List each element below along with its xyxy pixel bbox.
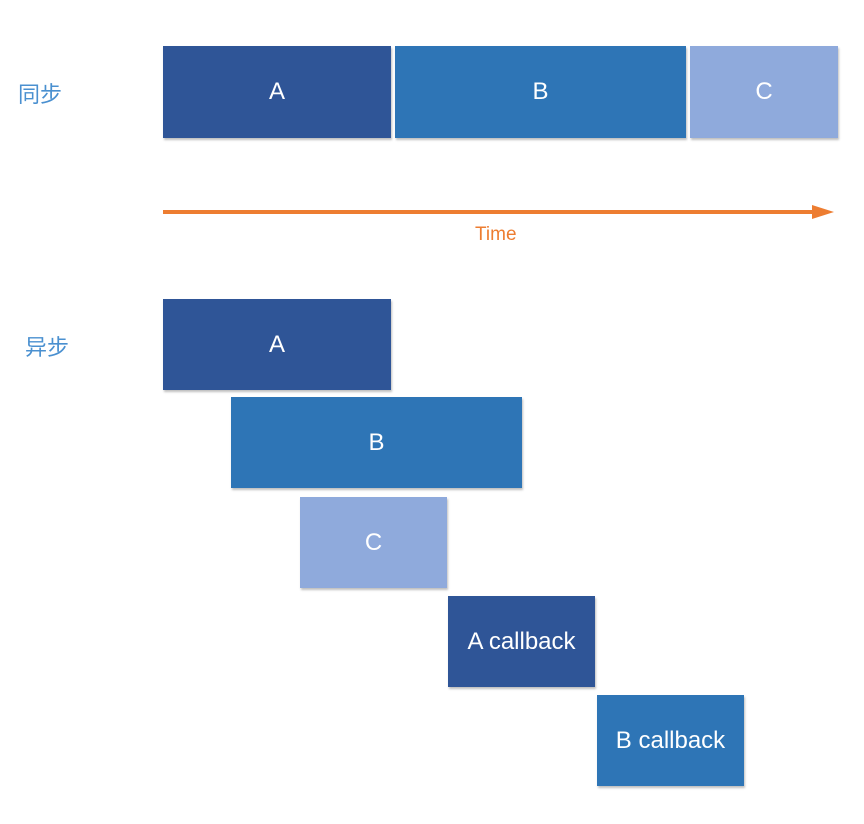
async-block-a-callback: A callback bbox=[448, 596, 595, 687]
async-label: 异步 bbox=[25, 336, 70, 361]
async-block-b: B bbox=[231, 397, 522, 488]
async-block-c: C bbox=[300, 497, 447, 588]
sync-block-c: C bbox=[690, 46, 838, 138]
async-block-b-callback: B callback bbox=[597, 695, 744, 786]
sync-label: 同步 bbox=[18, 83, 63, 108]
sync-block-a: A bbox=[163, 46, 391, 138]
sync-block-b: B bbox=[395, 46, 686, 138]
async-block-a: A bbox=[163, 299, 391, 390]
time-label: Time bbox=[475, 224, 517, 245]
